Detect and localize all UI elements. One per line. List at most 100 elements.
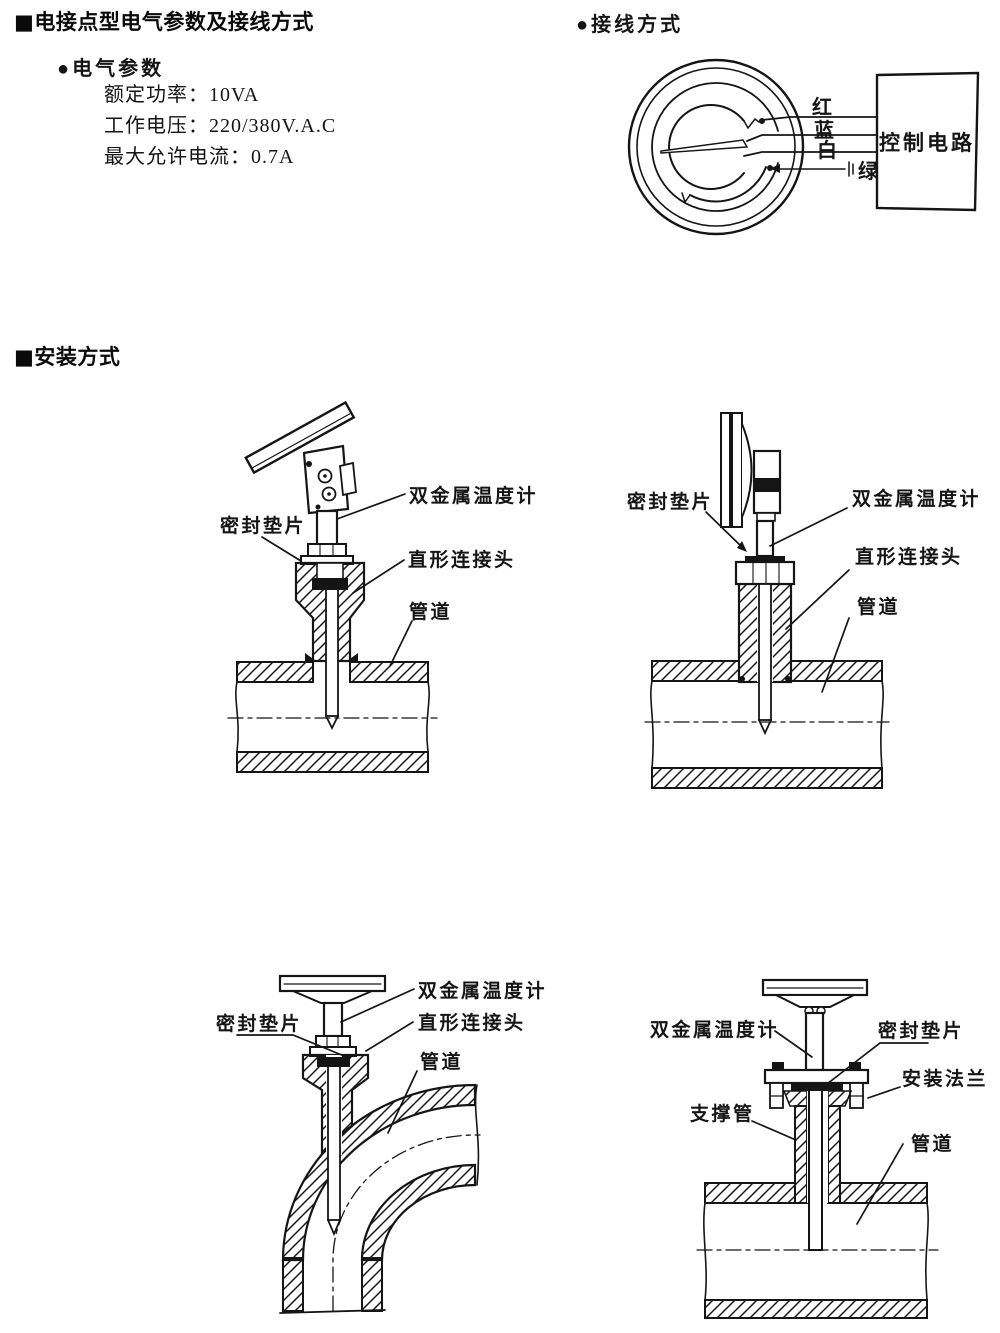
gauge-inner-ring xyxy=(651,82,779,212)
pipe-bottom-wall xyxy=(236,751,429,773)
sealing-gasket-shape xyxy=(312,578,348,590)
leader-flange xyxy=(867,1086,901,1099)
connector-hex-nut xyxy=(734,560,796,586)
contact-arc xyxy=(668,104,745,190)
dial-head-angled xyxy=(244,400,356,475)
thermometer-probe xyxy=(808,1084,823,1251)
joint-rivet xyxy=(306,461,312,467)
leader-connector xyxy=(365,1021,414,1052)
swivel-joint-wing xyxy=(339,461,357,497)
pipe-break-edge xyxy=(650,680,654,769)
gauge-needle xyxy=(660,139,749,154)
dial-funnel xyxy=(292,990,373,1004)
thermometer-probe xyxy=(327,1061,341,1221)
green-wire-tick-icon xyxy=(848,161,854,177)
pipe-break-edge xyxy=(880,680,884,769)
pipe-top-wall xyxy=(651,660,740,682)
red-wire xyxy=(761,116,879,121)
label-connector: 直形连接头 xyxy=(408,548,516,571)
flange-gusset xyxy=(782,1090,808,1107)
leader-pipe xyxy=(856,1143,904,1225)
thermometer-stem xyxy=(315,509,339,547)
pipe-top-wall xyxy=(349,661,429,683)
label-pipe: 管道 xyxy=(857,595,900,618)
hex-facets xyxy=(752,561,780,585)
leader-thermometer xyxy=(774,1030,813,1058)
label-connector: 直形连接头 xyxy=(418,1011,526,1034)
leader-thermometer xyxy=(336,493,406,520)
flange-bolt-head xyxy=(772,1062,784,1070)
leader-gasket xyxy=(705,511,745,550)
pipe-centerline xyxy=(332,1134,481,1312)
probe-tip xyxy=(325,715,339,731)
subsection-electrical-params: ●电气参数 xyxy=(57,52,164,81)
leader-thermometer xyxy=(769,507,848,547)
leader-pipe xyxy=(821,617,850,693)
connector-foot xyxy=(347,653,358,661)
label-gasket: 密封垫片 xyxy=(627,490,713,513)
pipe-break-edge xyxy=(235,681,239,753)
label-pipe: 管道 xyxy=(409,600,452,623)
section-title-electrical: ■电接点型电气参数及接线方式 xyxy=(14,6,314,36)
pipe-top-wall xyxy=(839,1182,928,1204)
pipe-break-edge xyxy=(474,1084,480,1186)
white-wire xyxy=(743,151,879,157)
section-title-wiring-text: 接线方式 xyxy=(591,14,684,36)
black-square-marker-icon: ■ xyxy=(14,345,35,369)
control-circuit-box xyxy=(875,71,980,212)
stem-hex-nut xyxy=(315,1035,351,1048)
connector-foot xyxy=(305,653,316,661)
dial-face-edge xyxy=(731,412,743,528)
thermometer-probe xyxy=(758,583,772,721)
control-circuit-label: 控制电路 xyxy=(879,131,975,155)
red-wire-kink xyxy=(743,117,760,130)
dial-face-edge xyxy=(720,412,731,528)
wire-label-green: 绿 xyxy=(858,159,879,183)
thermometer-stem xyxy=(322,1001,344,1038)
label-thermometer: 双金属温度计 xyxy=(409,484,538,507)
pipe-left-wall xyxy=(282,1257,304,1312)
label-connector: 直形连接头 xyxy=(855,545,963,568)
joint-bolt-dot xyxy=(323,474,327,478)
dial-housing-band xyxy=(754,478,780,492)
param-working-voltage: 工作电压：220/380V.A.C xyxy=(104,115,337,137)
green-wire-terminal xyxy=(767,165,773,171)
label-flange: 安装法兰 xyxy=(902,1067,988,1090)
leader-support xyxy=(751,1120,797,1141)
label-pipe: 管道 xyxy=(420,1050,463,1073)
wire-label-blue: 蓝 xyxy=(814,119,834,142)
green-arc-kink xyxy=(681,192,691,204)
label-support: 支撑管 xyxy=(689,1102,755,1125)
install-diagram-bottom-right: 双金属温度计 密封垫片 安装法兰 支撑管 管道 xyxy=(650,978,988,1319)
support-pipe-wall xyxy=(794,1105,808,1204)
leader-arrowhead-icon xyxy=(737,541,747,552)
pipe-break-edge xyxy=(426,681,430,753)
joint-rivet xyxy=(315,504,321,510)
black-square-marker-icon: ■ xyxy=(14,10,35,34)
label-pipe: 管道 xyxy=(911,1132,954,1155)
bullet-dot-icon: ● xyxy=(57,58,73,80)
wire-label-red: 红 xyxy=(812,95,832,119)
elbow-outer-wall xyxy=(281,1083,477,1262)
subsection-electrical-params-text: 电气参数 xyxy=(72,58,165,80)
section-title-install: ■安装方式 xyxy=(14,341,120,371)
probe-tip xyxy=(758,719,772,736)
dial-back-curve xyxy=(741,423,753,518)
thermometer-stem xyxy=(755,519,775,558)
mounting-flange-plate xyxy=(763,1068,870,1085)
leader-thermometer xyxy=(340,988,415,1023)
wire-label-white: 白 xyxy=(817,138,837,162)
param-max-current: 最大允许电流：0.7A xyxy=(104,146,295,168)
section-title-electrical-text: 电接点型电气参数及接线方式 xyxy=(34,10,314,34)
wiring-diagram: 红 蓝 白 绿 控制电路 xyxy=(627,58,980,236)
section-title-install-text: 安装方式 xyxy=(34,345,121,369)
hex-facets xyxy=(326,1035,339,1048)
pipe-bottom-wall xyxy=(651,767,883,789)
joint-bolt-dot xyxy=(327,492,331,496)
flange-gusset xyxy=(827,1090,853,1107)
label-thermometer: 双金属温度计 xyxy=(852,487,981,510)
support-pipe-wall xyxy=(827,1105,841,1204)
sealing-gasket-shape xyxy=(317,1057,350,1067)
flange-bolt-head xyxy=(849,1062,861,1070)
elbow-inner-wall xyxy=(360,1163,477,1262)
